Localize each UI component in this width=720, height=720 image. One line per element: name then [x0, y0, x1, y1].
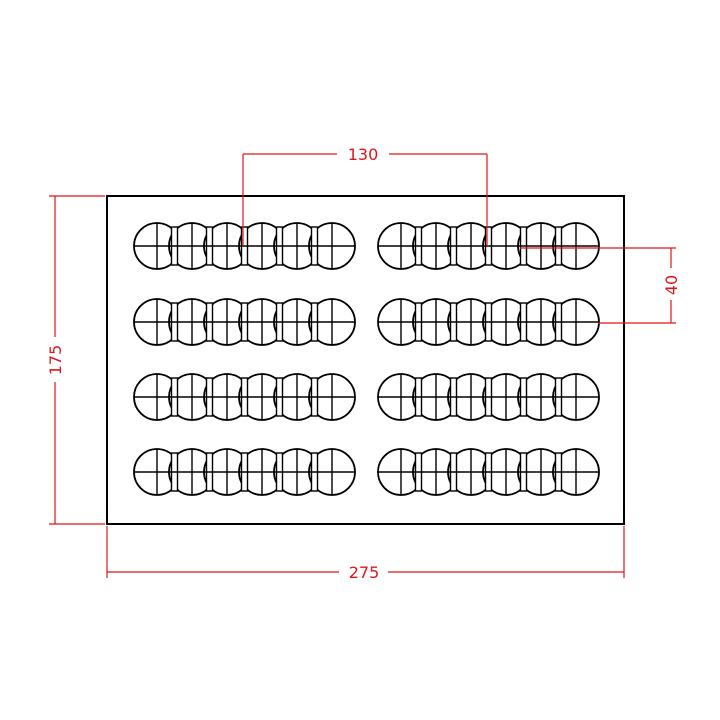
dimension-lines	[49, 153, 676, 578]
dim-row-pitch: 40	[662, 275, 681, 295]
dim-height: 175	[46, 345, 65, 376]
dim-group-pitch: 130	[348, 145, 379, 164]
dim-width: 275	[349, 563, 380, 582]
cavity-grid	[133, 222, 600, 496]
